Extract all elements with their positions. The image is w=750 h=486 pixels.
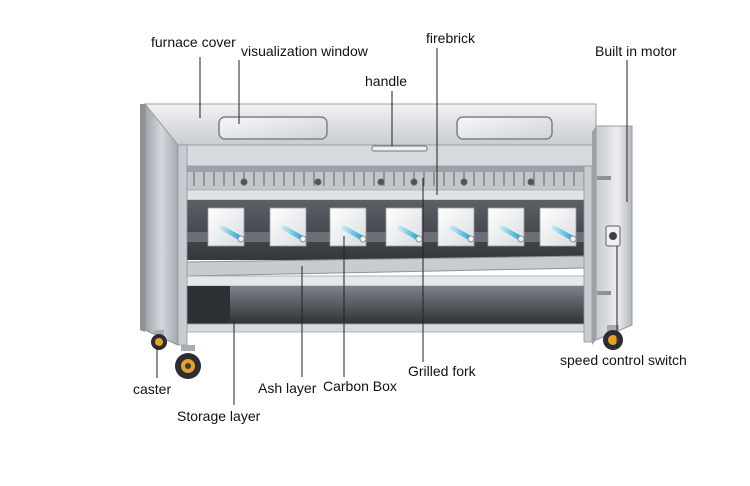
label-grilled-fork: Grilled fork: [408, 363, 476, 379]
handle: [371, 145, 428, 152]
grilled-fork: [281, 225, 305, 241]
carbon-plate-with-fork: [207, 207, 245, 247]
label-caster: caster: [133, 381, 172, 397]
speed-control-switch: [605, 225, 621, 247]
grilled-fork: [499, 225, 523, 241]
label-ash-layer: Ash layer: [258, 380, 317, 396]
fork-end-cap: [467, 235, 475, 243]
label-speed-control-switch: speed control switch: [560, 352, 687, 368]
carbon-plate-with-fork: [329, 207, 367, 247]
fork-end-cap: [237, 235, 245, 243]
spit-hook: [314, 178, 322, 186]
caster-front-left: [175, 345, 201, 379]
fork-end-cap: [299, 235, 307, 243]
storage-layer: [177, 286, 589, 333]
carbon-plate-with-fork: [539, 207, 577, 247]
label-visualization-window: visualization window: [241, 43, 368, 59]
left-side-panel: [140, 102, 179, 346]
grilled-fork: [397, 225, 421, 241]
spit-hook: [377, 178, 385, 186]
visualization-window-right: [456, 116, 553, 140]
label-firebrick: firebrick: [426, 30, 476, 46]
label-storage-layer: Storage layer: [177, 408, 261, 424]
carbon-plate-with-fork: [385, 207, 423, 247]
spit-hook: [410, 178, 418, 186]
carbon-plate-with-fork: [437, 207, 475, 247]
spit-hook: [527, 178, 535, 186]
fork-end-cap: [359, 235, 367, 243]
grilled-fork: [551, 225, 575, 241]
carbon-plate-with-fork: [269, 207, 307, 247]
fork-end-cap: [569, 235, 577, 243]
firebrick-strip: [185, 166, 597, 201]
grilled-fork: [219, 225, 243, 241]
caster-back-left: [151, 330, 167, 350]
label-built-in-motor: Built in motor: [595, 43, 677, 59]
label-carbon-box: Carbon Box: [323, 378, 397, 394]
spit-hook: [240, 178, 248, 186]
grilled-forks: [207, 207, 577, 247]
caster-right: [603, 325, 623, 350]
ash-layer-tray: [185, 255, 587, 287]
label-handle: handle: [365, 73, 408, 89]
grilled-fork: [449, 225, 473, 241]
spit-hook: [460, 178, 468, 186]
leader-lines: [156, 48, 628, 405]
fork-end-cap: [517, 235, 525, 243]
visualization-window-left: [218, 116, 328, 140]
carbon-plate-with-fork: [487, 207, 525, 247]
label-furnace-cover: furnace cover: [151, 34, 236, 50]
grilled-fork: [341, 225, 365, 241]
fork-end-cap: [415, 235, 423, 243]
